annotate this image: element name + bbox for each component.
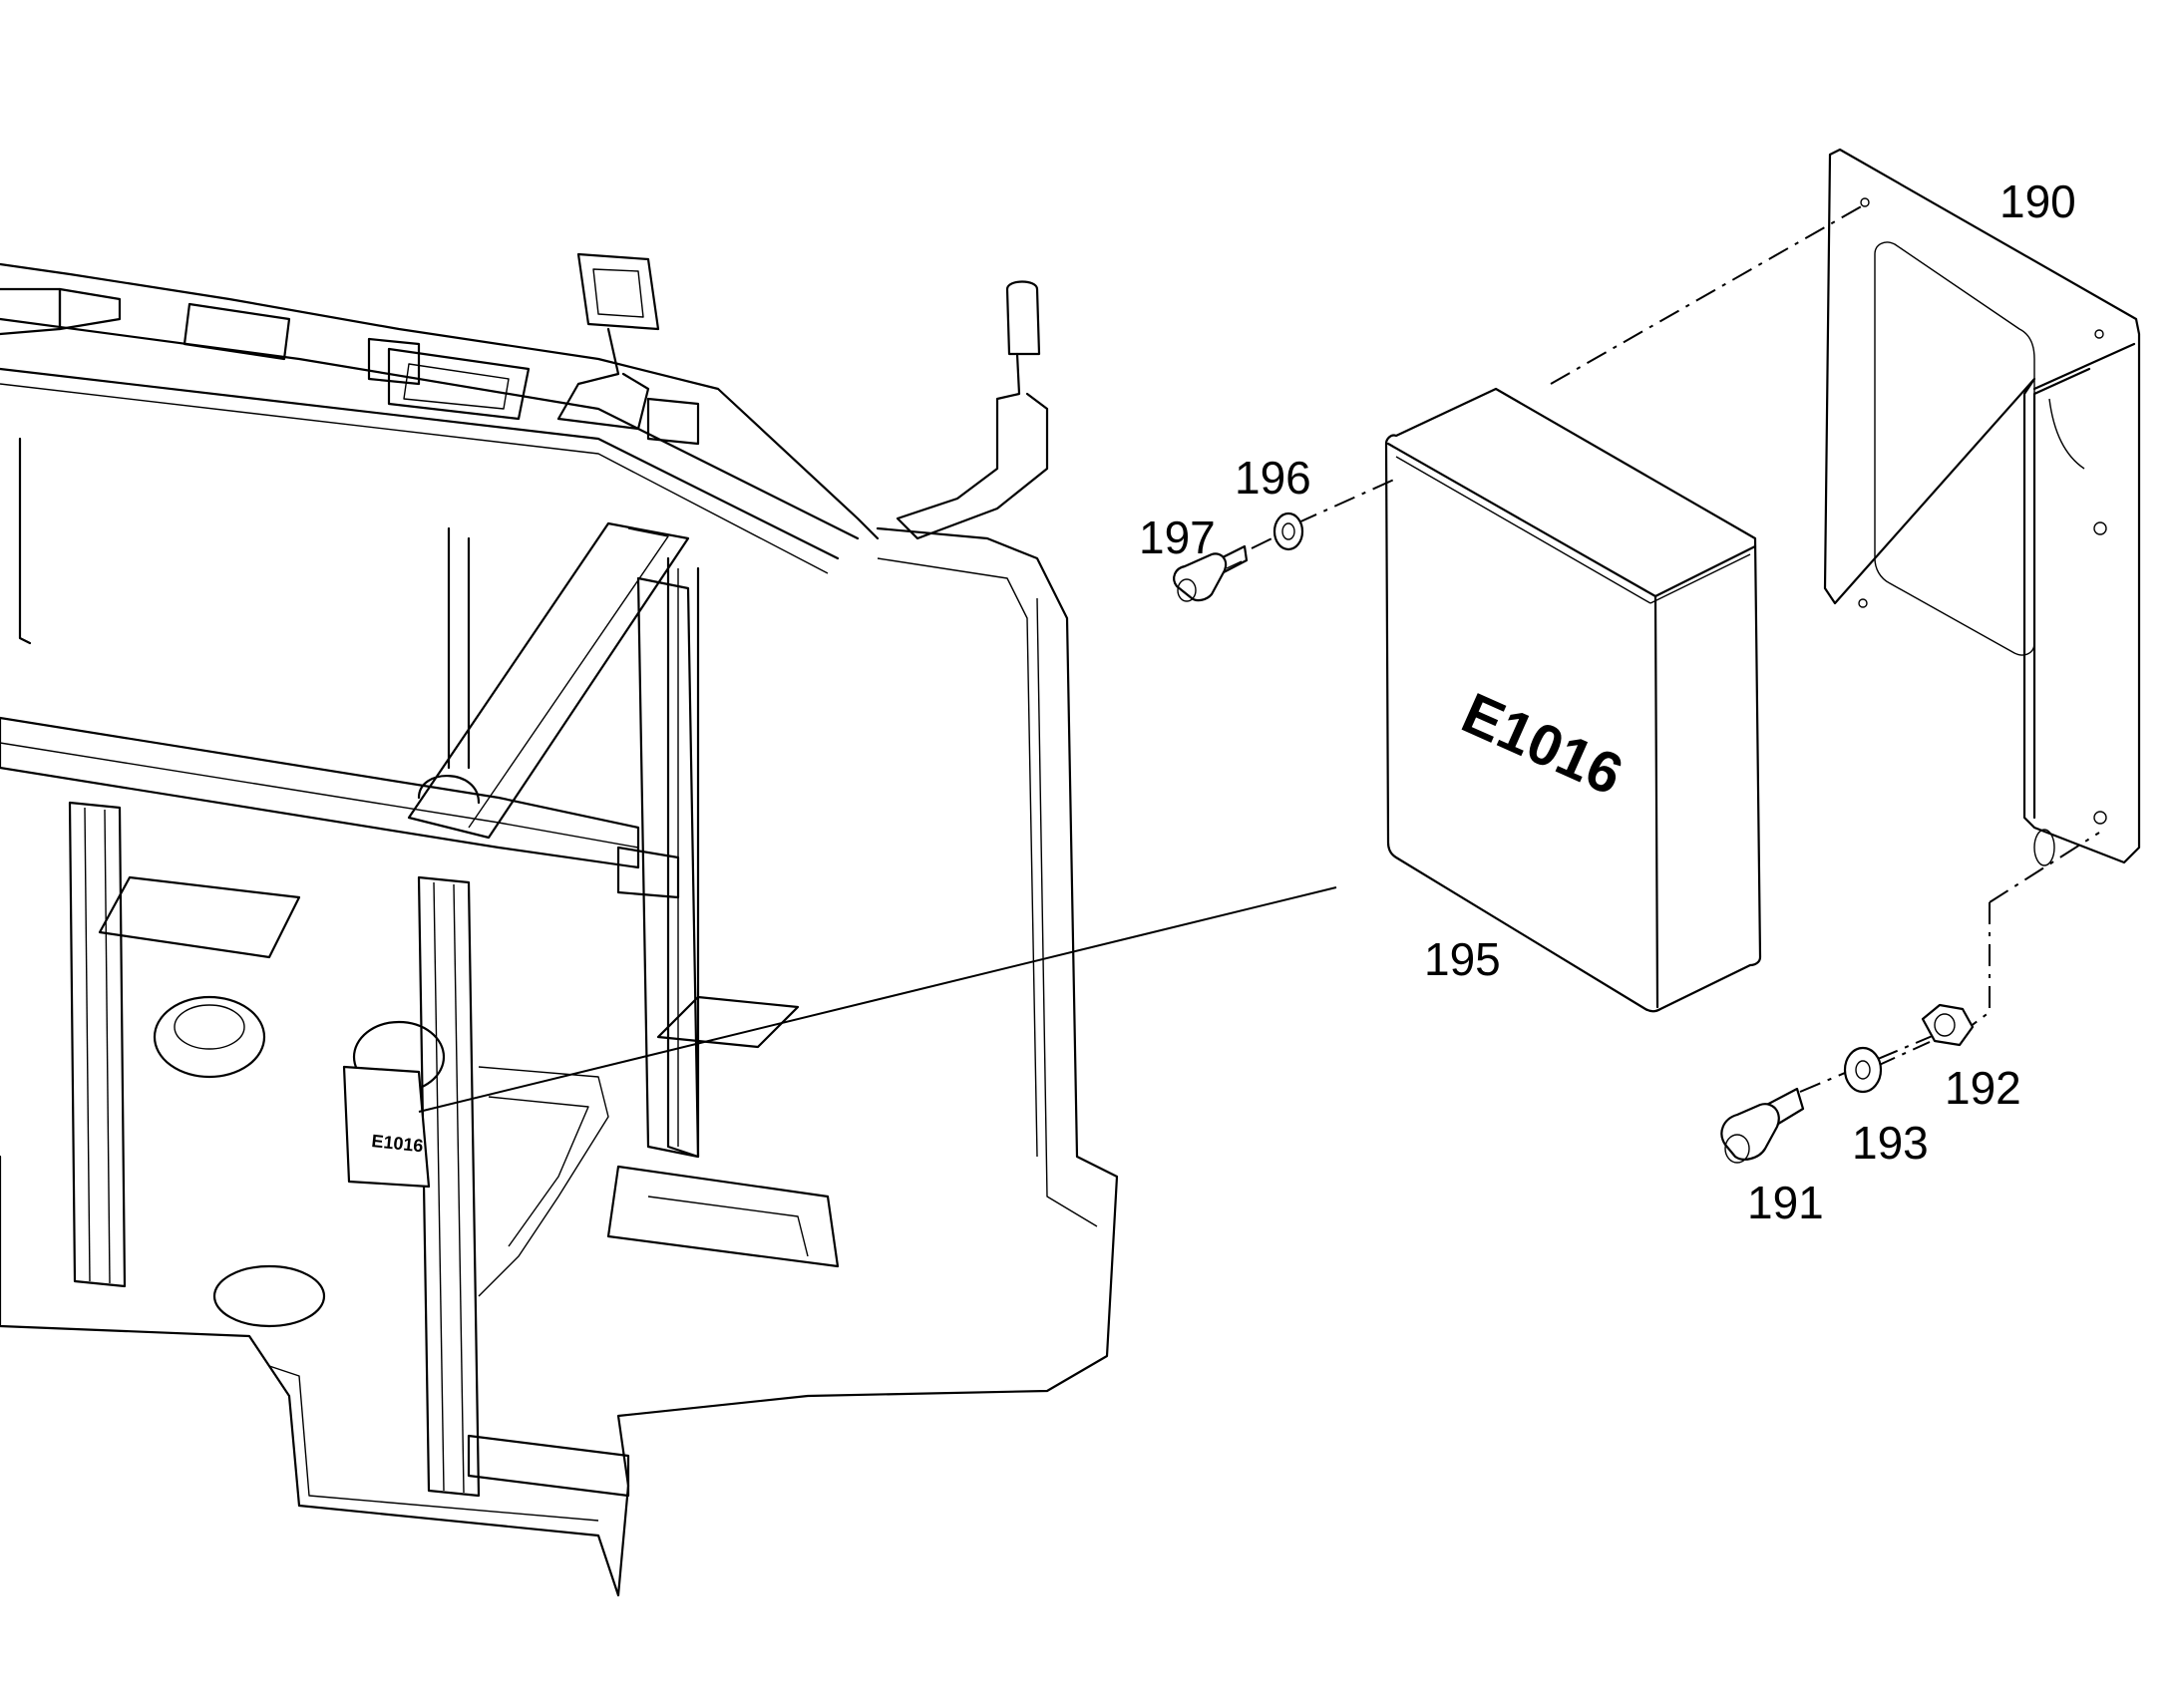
part-190-mounting-bracket: 190 — [1823, 148, 2141, 866]
assembly-line-washer-screw — [1251, 525, 1297, 549]
part-195-enclosure-box: E1016 195 — [1384, 387, 1762, 1013]
machine-frame-assembly: E1016 — [0, 252, 1337, 1597]
part-193-washer: 193 — [1843, 1046, 1929, 1169]
callout-195: 195 — [1424, 933, 1501, 985]
part-191-bolt: 191 — [1720, 1087, 1824, 1228]
callout-193: 193 — [1852, 1117, 1929, 1169]
assembly-line-washer-nut — [1874, 1041, 1931, 1068]
assembly-line-enclosure-bracket — [1550, 203, 1866, 385]
part-196-washer: 196 — [1235, 452, 1311, 551]
callout-197: 197 — [1139, 512, 1216, 563]
callout-191: 191 — [1747, 1177, 1824, 1228]
assembly-line-screw-enclosure — [1295, 478, 1397, 524]
assembly-line-nut-bracket — [1969, 832, 2100, 1028]
callout-190: 190 — [1999, 175, 2076, 227]
part-192-nut: 192 — [1921, 1003, 2021, 1114]
callout-196: 196 — [1235, 452, 1311, 504]
callout-192: 192 — [1945, 1062, 2021, 1114]
part-197-cap-screw: 197 — [1139, 512, 1249, 602]
location-leader-line — [418, 886, 1337, 1113]
